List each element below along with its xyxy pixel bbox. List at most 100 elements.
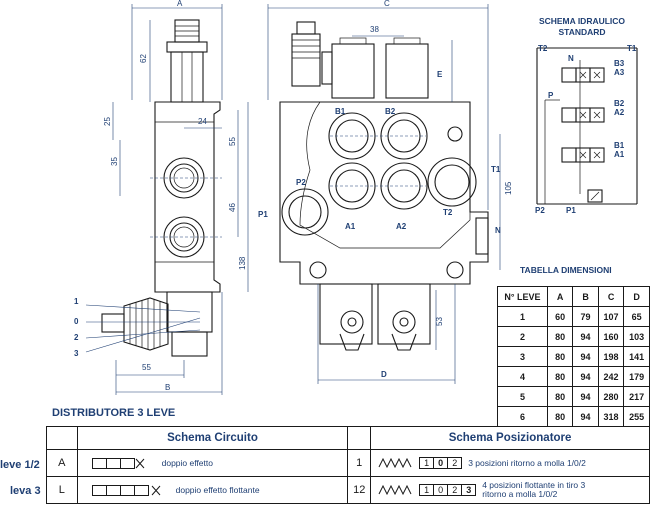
dimension-table-cell: 80 <box>546 366 574 387</box>
dimension-table-cell: 80 <box>546 346 574 367</box>
spring-symbol-icon <box>378 457 412 469</box>
port-t2-label: T2 <box>443 208 453 217</box>
dim-n-label: N <box>495 226 501 235</box>
col-schema-circuito: Schema Circuito <box>76 426 349 450</box>
dimension-table-cell: 255 <box>623 406 650 427</box>
dim-table-header-cell: C <box>597 286 625 307</box>
position-digit: 1 <box>420 485 435 495</box>
port-b1-label: B1 <box>335 107 346 116</box>
dim-c-label: C <box>384 0 390 8</box>
position-digit: 0 <box>434 458 449 468</box>
dim-46-label: 46 <box>228 203 237 212</box>
port-t1-label: T1 <box>491 165 501 174</box>
schema-p2-label: P2 <box>535 206 545 215</box>
dimension-table-cell: 1 <box>497 306 548 327</box>
port-a2-label: A2 <box>396 222 407 231</box>
lever-position-0: 0 <box>74 317 79 326</box>
positioner-desc-1: 3 posizioni ritorno a molla 1/0/2 <box>468 458 586 468</box>
row-label-leva-3: leva 3 <box>10 485 41 497</box>
dim-a-label: A <box>177 0 183 8</box>
lever-position-1: 1 <box>74 297 79 306</box>
schema-p1-label: P1 <box>566 206 576 215</box>
spool-symbol-icon <box>91 458 144 469</box>
dimension-table-cell: 94 <box>572 326 599 347</box>
schema-a2-label: A2 <box>614 108 625 117</box>
col-schema-posizionatore: Schema Posizionatore <box>370 426 650 450</box>
dim-55a-label: 55 <box>228 137 237 146</box>
positioner-cell-2: 1 0 2 3 4 posizioni flottante in tiro 3 … <box>370 476 650 504</box>
schema-n-label: N <box>568 54 574 63</box>
lever-position-3: 3 <box>74 349 79 358</box>
positioner-desc-2-line2: ritorno a molla 1/0/2 <box>482 489 558 499</box>
positioner-code-1: 1 <box>347 449 372 477</box>
dimension-table-cell: 79 <box>572 306 599 327</box>
schema-b2-label: B2 <box>614 99 625 108</box>
distributor-title: DISTRIBUTORE 3 LEVE <box>52 407 176 419</box>
dimension-table-cell: 60 <box>546 306 574 327</box>
dimension-table-cell: 107 <box>597 306 625 327</box>
dim-138-label: 138 <box>238 256 247 270</box>
dimension-table-cell: 280 <box>597 386 625 407</box>
dimension-table-cell: 4 <box>497 366 548 387</box>
distributor-table: Schema Circuito Schema Posizionatore A d… <box>46 426 650 504</box>
dimension-table-cell: 65 <box>623 306 650 327</box>
circuit-cell-2: doppio effetto flottante <box>76 476 349 504</box>
positioner-desc-2: 4 posizioni flottante in tiro 3 ritorno … <box>482 481 585 499</box>
lever-position-2: 2 <box>74 333 79 342</box>
position-digit: 0 <box>434 485 449 495</box>
dimension-table-cell: 94 <box>572 366 599 387</box>
schema-p-label: P <box>548 91 554 100</box>
dimension-table-cell: 198 <box>597 346 625 367</box>
position-digit: 2 <box>448 485 463 495</box>
dimension-table-cell: 2 <box>497 326 548 347</box>
port-b2-label: B2 <box>385 107 396 116</box>
dim-35-label: 35 <box>110 157 119 166</box>
positioner-cell-1: 1 0 2 3 posizioni ritorno a molla 1/0/2 <box>370 449 650 477</box>
position-digit: 1 <box>420 458 435 468</box>
schema-b1-label: B1 <box>614 141 625 150</box>
schema-title: SCHEMA IDRAULICO STANDARD <box>538 16 626 37</box>
dimension-table-cell: 103 <box>623 326 650 347</box>
dimension-table-cell: 141 <box>623 346 650 367</box>
dimension-table-cell: 94 <box>572 386 599 407</box>
front-view: C 38 E 105 53 D N B1 B2 A1 A2 P1 P2 T1 T… <box>258 0 513 384</box>
positioner-desc-2-line1: 4 posizioni flottante in tiro 3 <box>482 480 586 490</box>
port-p2-label: P2 <box>296 178 306 187</box>
dim-e-label: E <box>437 70 443 79</box>
dim-table-header-cell: D <box>623 286 650 307</box>
schema-t1-label: T1 <box>627 44 637 53</box>
positioner-code-12: 12 <box>347 476 372 504</box>
position-digit: 3 <box>466 485 472 495</box>
position-digits-2: 1 0 2 3 <box>419 484 477 496</box>
dimension-table-cell: 3 <box>497 346 548 367</box>
circuit-cell-1: doppio effetto <box>76 449 349 477</box>
circuit-code-a: A <box>46 449 78 477</box>
dim-24-label: 24 <box>198 117 207 126</box>
dimension-table-cell: 160 <box>597 326 625 347</box>
dimension-table-cell: 5 <box>497 386 548 407</box>
dimension-table-cell: 80 <box>546 406 574 427</box>
schema-a3-label: A3 <box>614 68 625 77</box>
circuit-desc-2: doppio effetto flottante <box>175 485 260 495</box>
spring-symbol-icon <box>378 484 412 496</box>
schema-a1-label: A1 <box>614 150 625 159</box>
dimension-table-cell: 242 <box>597 366 625 387</box>
dimension-table-title: TABELLA DIMENSIONI <box>520 265 612 275</box>
dimension-table-cell: 217 <box>623 386 650 407</box>
port-a1-label: A1 <box>345 222 356 231</box>
dim-25-label: 25 <box>103 117 112 126</box>
dimension-table-cell: 80 <box>546 326 574 347</box>
side-view: A 62 25 35 24 55 46 138 55 B 1 0 2 3 <box>74 0 249 395</box>
dim-53-label: 53 <box>435 317 444 326</box>
dim-38-label: 38 <box>370 25 379 34</box>
schema-t2-label: T2 <box>538 44 548 53</box>
dim-55b-label: 55 <box>142 363 151 372</box>
position-digit: 2 <box>452 458 458 468</box>
